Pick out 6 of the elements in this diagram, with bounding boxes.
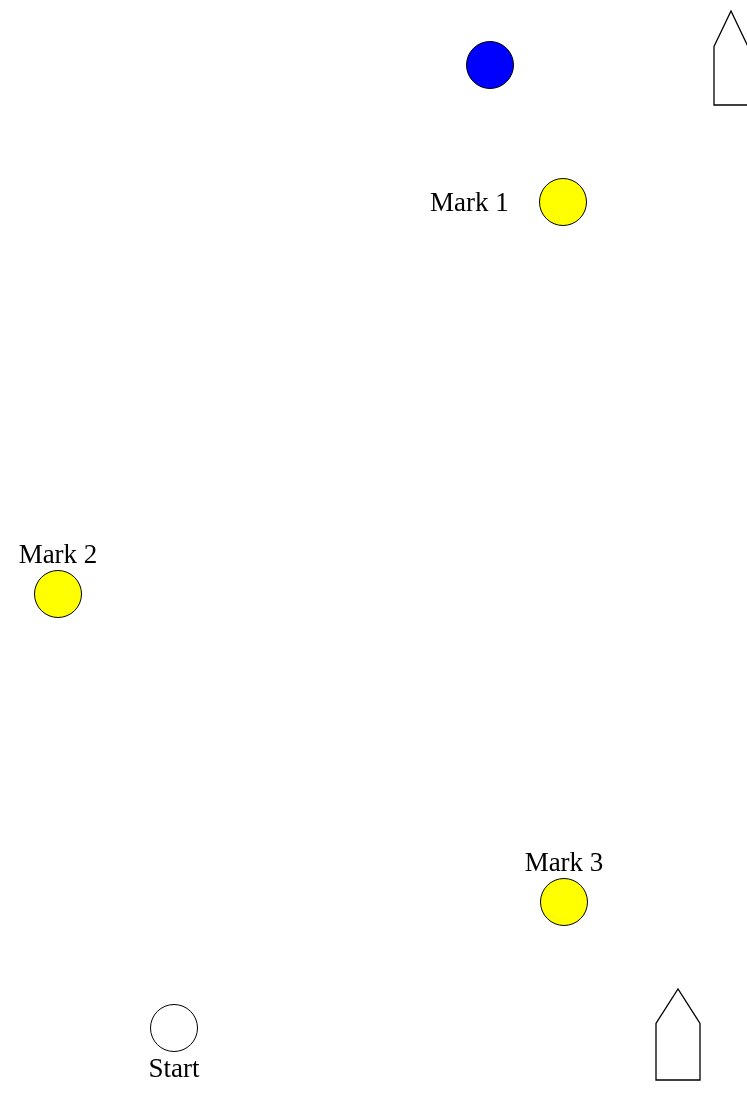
mark-label: Mark 3 [524, 846, 604, 878]
mark-label: Start [148, 1052, 200, 1084]
boat-icon [713, 10, 747, 106]
mark-label: Mark 1 [430, 186, 509, 218]
mark-label: Mark 2 [18, 538, 98, 570]
boat-icon [655, 988, 701, 1081]
